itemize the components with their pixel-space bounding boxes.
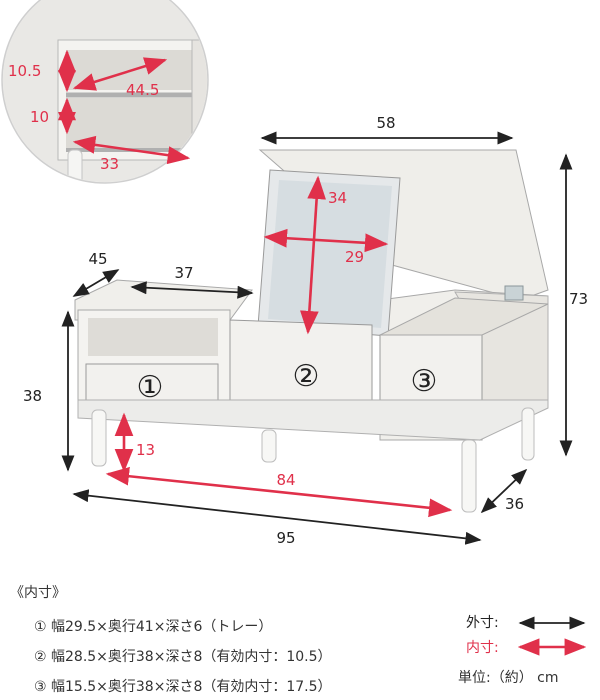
label-13: 13 <box>136 441 155 459</box>
label-38: 38 <box>23 387 42 405</box>
legend-arrows <box>517 616 587 656</box>
compartment-markers: ① ② ③ <box>137 359 438 405</box>
label-36: 36 <box>505 495 524 513</box>
note-item-1: ① 幅29.5×奥行41×深さ6（トレー） <box>34 619 273 635</box>
notes-header: 《内寸》 <box>10 585 66 601</box>
inset-detail: 10.5 44.5 10 33 <box>1 0 209 184</box>
inset-label-10: 10 <box>30 108 49 126</box>
note-item-3: ③ 幅15.5×奥行38×深さ8（有効内寸：17.5） <box>34 679 332 695</box>
compartment-2-label: ② <box>293 359 320 394</box>
inner-dimension-notes: 《内寸》 ① 幅29.5×奥行41×深さ6（トレー） ② 幅28.5×奥行38×… <box>0 582 600 700</box>
inset-label-33: 33 <box>100 155 119 173</box>
legend-unit: 単位:（約） cm <box>458 670 559 686</box>
legend-outer-label: 外寸: <box>466 615 499 631</box>
compartment-1-label: ① <box>137 370 164 405</box>
label-95: 95 <box>276 529 295 547</box>
label-37: 37 <box>174 264 193 282</box>
label-73: 73 <box>569 290 588 308</box>
label-84: 84 <box>276 471 295 489</box>
inner-dimension-arrows <box>105 175 453 518</box>
inset-label-44-5: 44.5 <box>126 81 159 99</box>
label-58: 58 <box>376 114 395 132</box>
label-29: 29 <box>345 248 364 266</box>
label-45: 45 <box>88 250 107 268</box>
label-34: 34 <box>328 189 347 207</box>
inset-label-10-5: 10.5 <box>8 62 41 80</box>
legend-inner-label: 内寸: <box>466 640 499 656</box>
note-item-2: ② 幅28.5×奥行38×深さ8（有効内寸：10.5） <box>34 649 332 665</box>
dimension-labels: 58 34 29 45 37 38 73 13 84 95 36 <box>23 114 588 547</box>
compartment-3-label: ③ <box>411 364 438 399</box>
